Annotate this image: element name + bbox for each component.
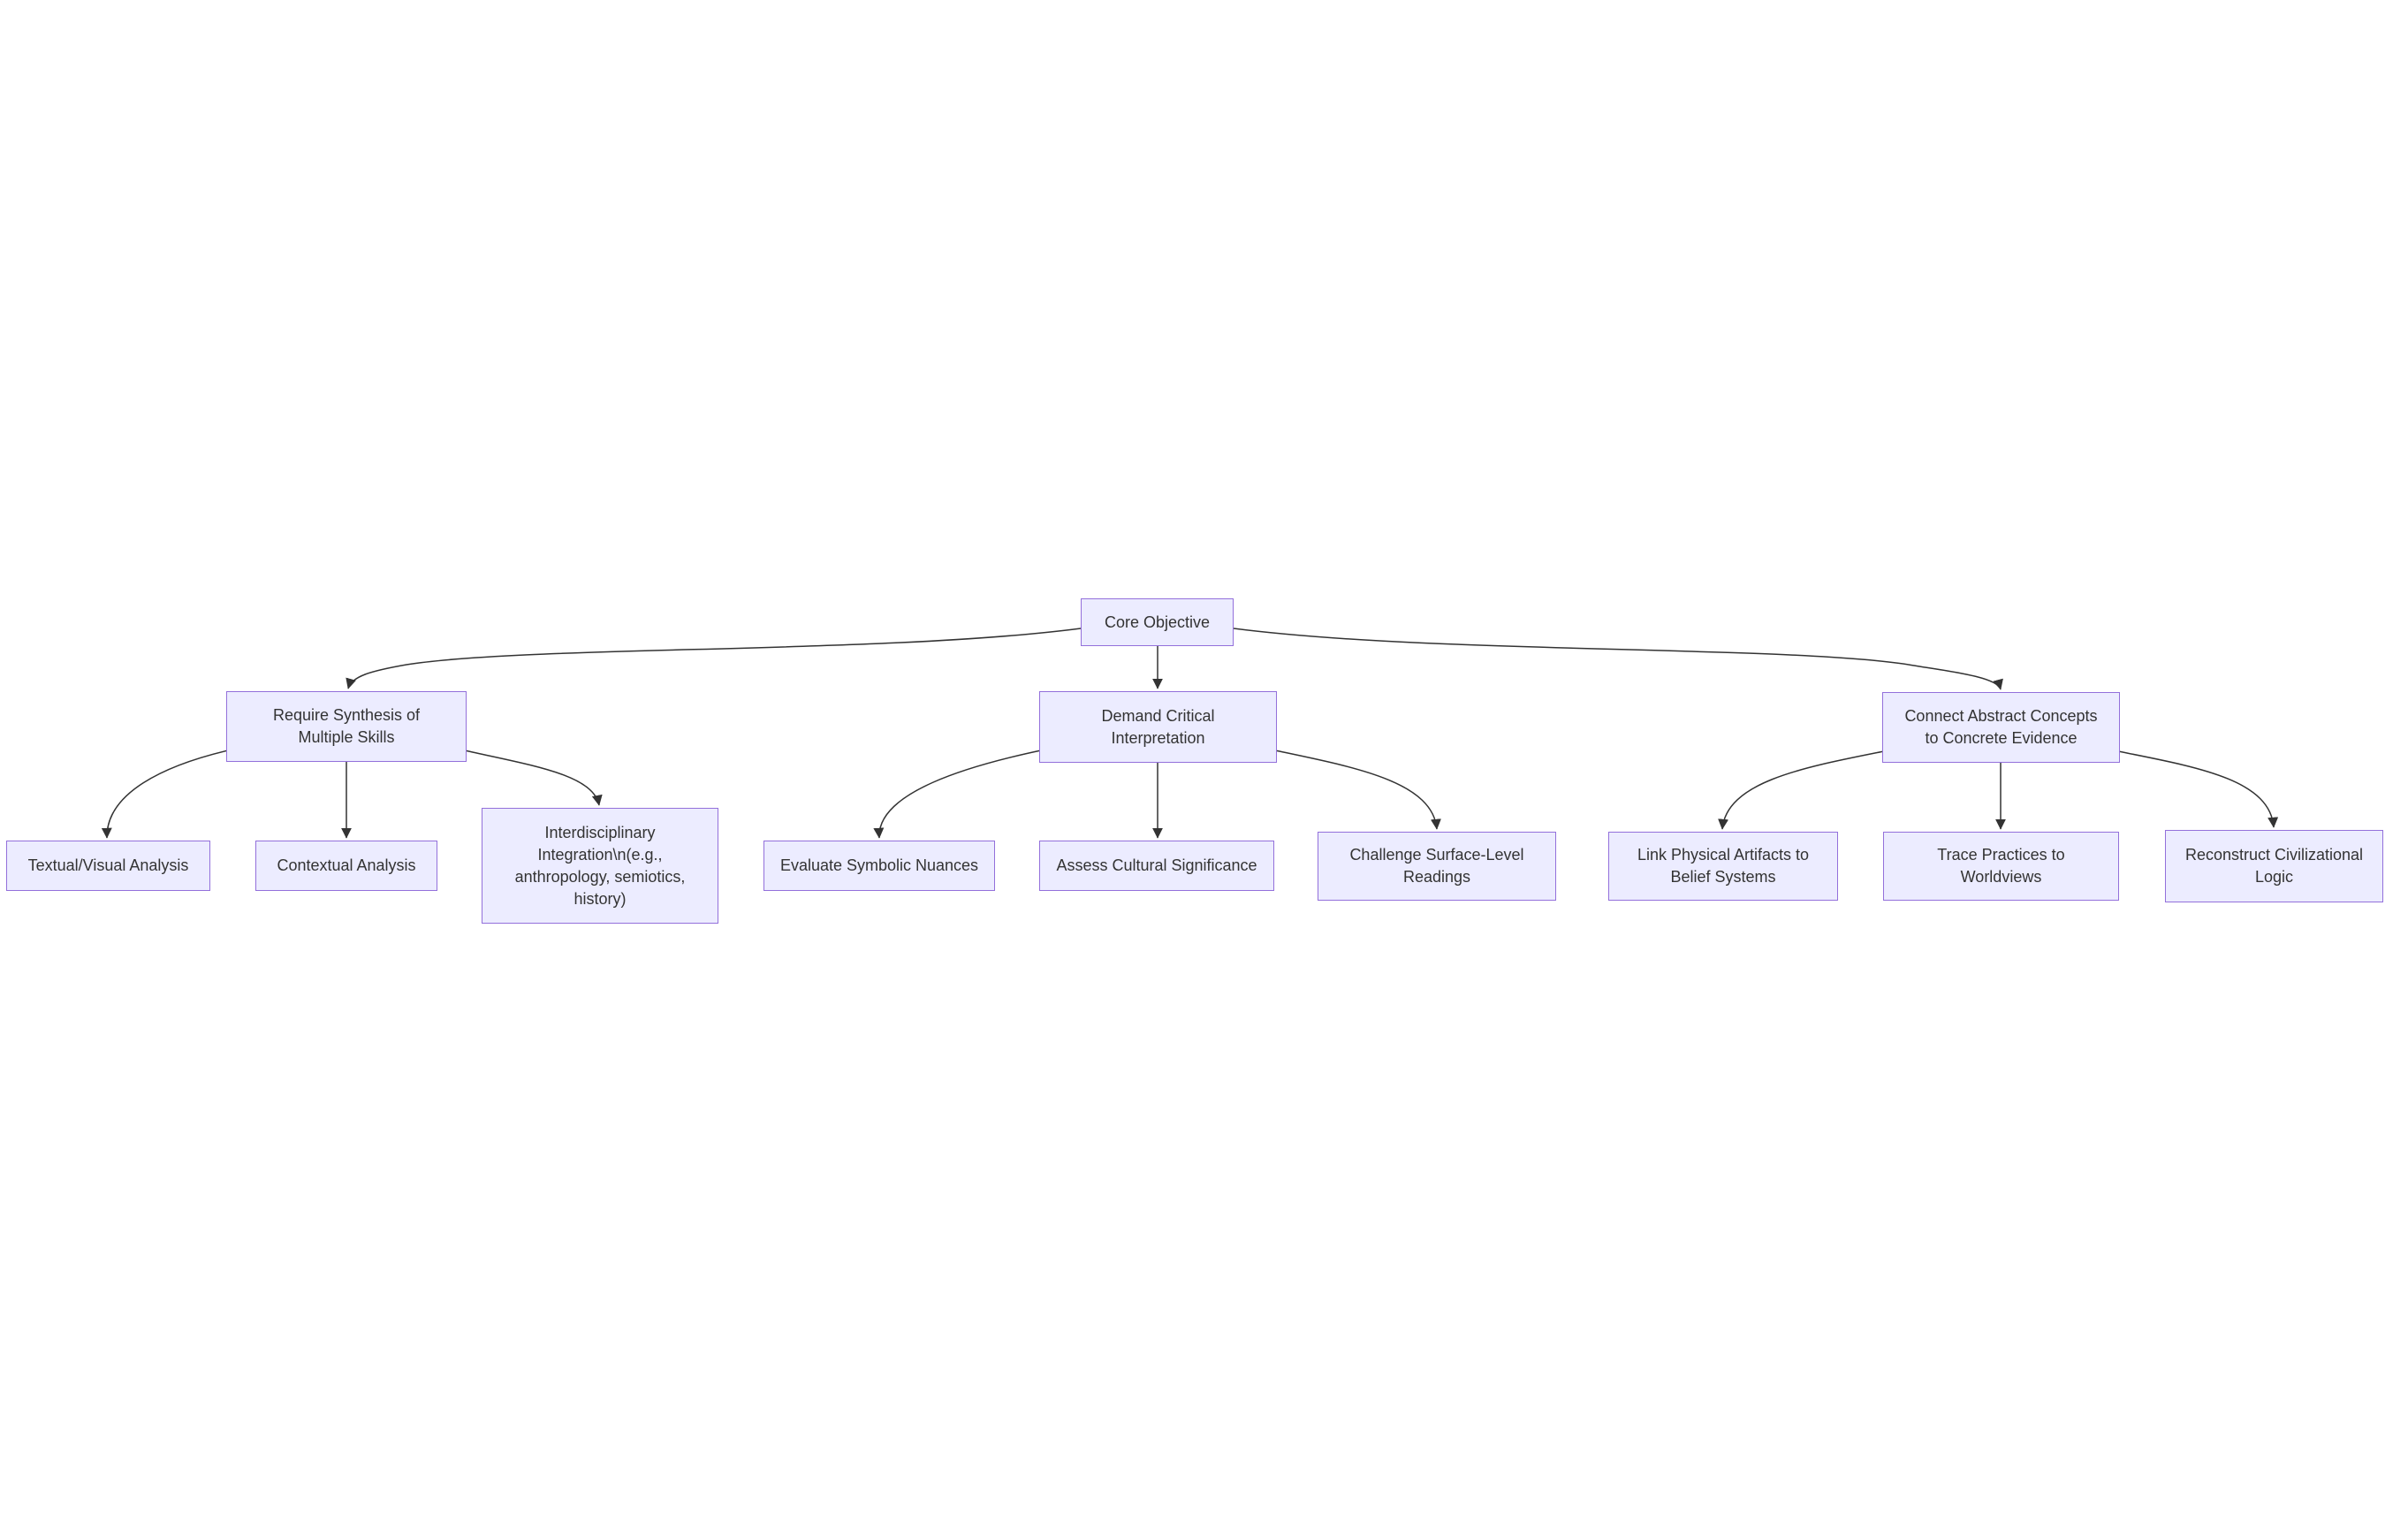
node-demand-critical: Demand Critical Interpretation: [1039, 691, 1277, 763]
node-trace-practices: Trace Practices to Worldviews: [1883, 832, 2119, 901]
node-challenge-surface-level-label: Challenge Surface-Level Readings: [1349, 846, 1524, 886]
node-link-physical-artifacts: Link Physical Artifacts to Belief System…: [1608, 832, 1838, 901]
node-core-objective-label: Core Objective: [1104, 613, 1211, 631]
edge-require-to-interdisciplinary: [464, 750, 603, 806]
node-textual-visual-analysis: Textual/Visual Analysis: [6, 841, 210, 891]
node-reconstruct-civilizational-logic-label: Reconstruct Civilizational Logic: [2184, 846, 2364, 886]
node-assess-cultural-significance-label: Assess Cultural Significance: [1056, 856, 1257, 874]
edge-demand-to-evaluate: [873, 750, 1042, 839]
node-connect-abstract: Connect Abstract Concepts to Concrete Ev…: [1882, 692, 2120, 763]
node-trace-practices-label: Trace Practices to Worldviews: [1937, 846, 2065, 886]
node-textual-visual-analysis-label: Textual/Visual Analysis: [27, 856, 189, 874]
node-contextual-analysis-label: Contextual Analysis: [277, 856, 416, 874]
node-require-synthesis: Require Synthesis of Multiple Skills: [226, 691, 467, 762]
node-reconstruct-civilizational-logic: Reconstruct Civilizational Logic: [2165, 830, 2383, 902]
node-interdisciplinary-integration: Interdisciplinary Integration\n(e.g., an…: [482, 808, 718, 924]
node-require-synthesis-label: Require Synthesis of Multiple Skills: [272, 706, 421, 746]
node-interdisciplinary-integration-label: Interdisciplinary Integration\n(e.g., an…: [514, 823, 686, 908]
edge-require-to-textual: [101, 750, 229, 839]
node-challenge-surface-level: Challenge Surface-Level Readings: [1318, 832, 1556, 901]
edge-core-to-connect: [1233, 628, 2003, 690]
edge-connect-to-reconstruct: [2117, 750, 2279, 828]
node-demand-critical-label: Demand Critical Interpretation: [1101, 706, 1215, 747]
edge-connect-to-link: [1718, 750, 1885, 830]
node-link-physical-artifacts-label: Link Physical Artifacts to Belief System…: [1637, 846, 1810, 886]
node-core-objective: Core Objective: [1081, 598, 1234, 646]
edge-core-to-require: [346, 628, 1082, 689]
node-contextual-analysis: Contextual Analysis: [255, 841, 437, 891]
node-assess-cultural-significance: Assess Cultural Significance: [1039, 841, 1274, 891]
node-evaluate-symbolic-nuances-label: Evaluate Symbolic Nuances: [779, 856, 979, 874]
node-evaluate-symbolic-nuances: Evaluate Symbolic Nuances: [763, 841, 995, 891]
edge-demand-to-challenge: [1274, 750, 1441, 830]
node-connect-abstract-label: Connect Abstract Concepts to Concrete Ev…: [1904, 707, 2098, 747]
